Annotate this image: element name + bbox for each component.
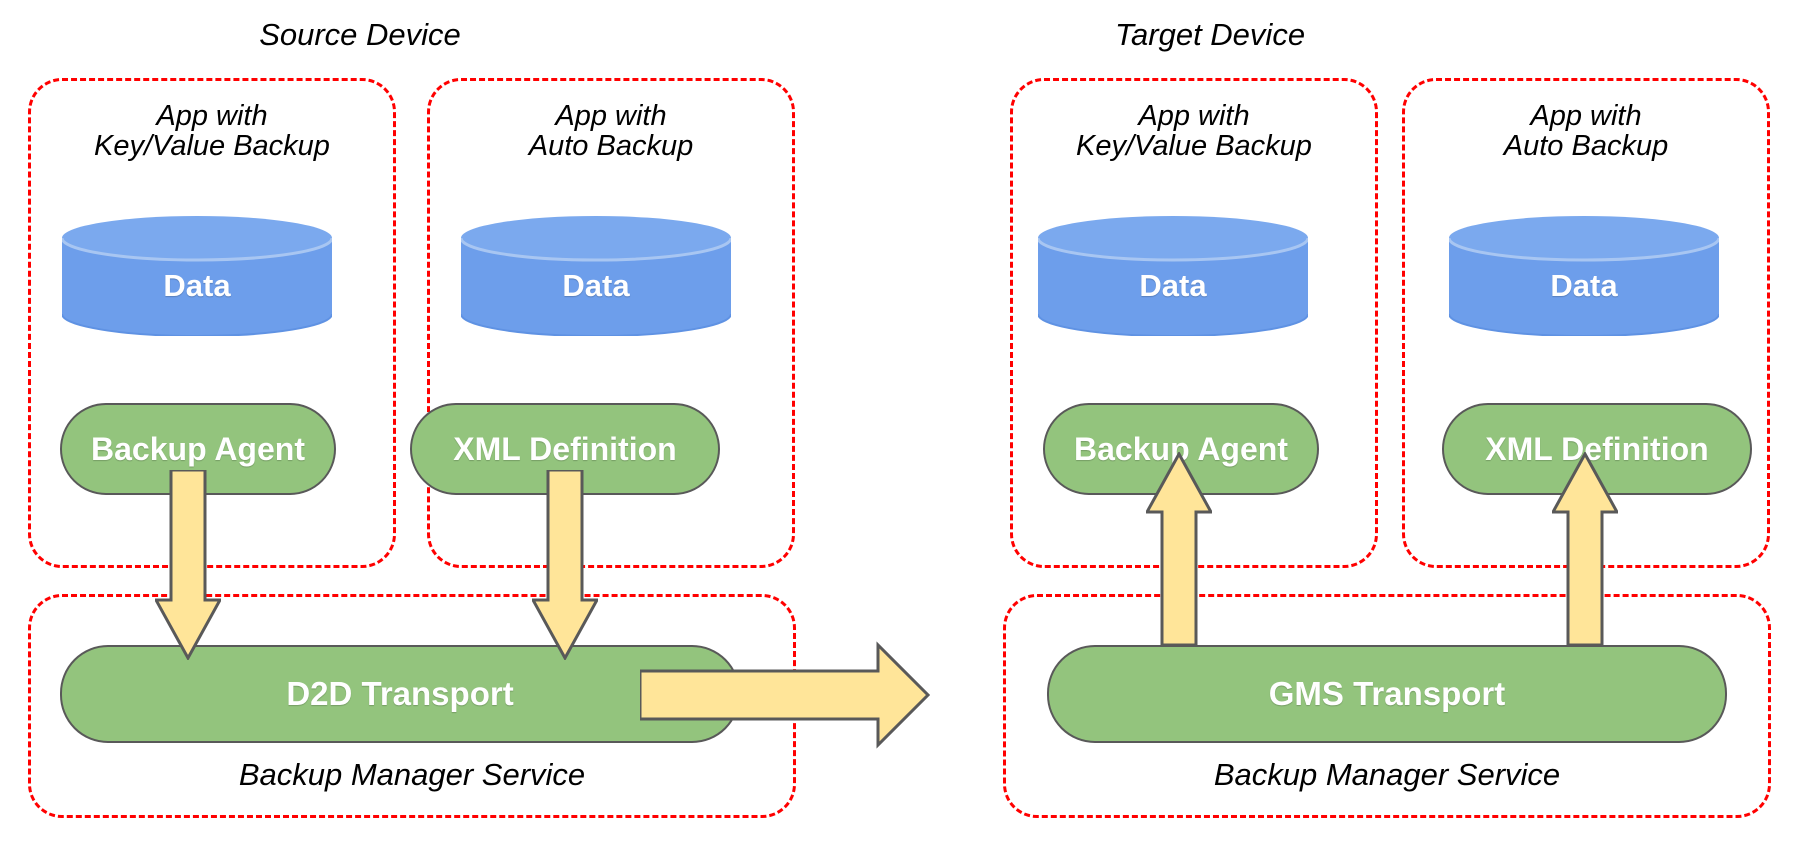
target-app-keyvalue-title: App with Key/Value Backup <box>1013 101 1375 162</box>
data-label: Data <box>1139 268 1207 303</box>
source-app-autobackup-data-cylinder: Data <box>459 216 733 337</box>
app-title-line2: Key/Value Backup <box>1076 130 1312 163</box>
source-app-keyvalue-title: App with Key/Value Backup <box>31 101 393 162</box>
app-title-line1: App with <box>1138 100 1250 132</box>
arrow-gms-transport-to-target-backup-agent <box>1146 452 1212 647</box>
source-app-keyvalue-container: App with Key/Value Backup <box>28 78 396 568</box>
arrow-source-backup-agent-to-d2d <box>155 470 221 660</box>
source-app-keyvalue-data-cylinder: Data <box>60 216 334 337</box>
source-app-autobackup-container: App with Auto Backup <box>427 78 795 568</box>
target-device-title: Target Device <box>1114 17 1306 52</box>
arrow-d2d-transport-to-gms-transport <box>640 565 930 825</box>
target-app-autobackup-data-cylinder: Data <box>1447 216 1721 337</box>
app-title-line1: App with <box>555 100 667 132</box>
app-title-line1: App with <box>1530 100 1642 132</box>
target-backup-manager-service-container: Backup Manager Service <box>1003 594 1771 818</box>
app-title-line1: App with <box>156 100 268 132</box>
source-app-autobackup-title: App with Auto Backup <box>430 101 792 162</box>
data-label: Data <box>163 268 231 303</box>
target-backup-agent-pill[interactable]: Backup Agent <box>1043 403 1319 495</box>
gms-transport-pill[interactable]: GMS Transport <box>1047 645 1727 743</box>
source-service-label: Backup Manager Service <box>238 757 586 792</box>
target-app-keyvalue-data-cylinder: Data <box>1036 216 1310 337</box>
app-title-line2: Key/Value Backup <box>94 130 330 163</box>
arrow-source-xml-definition-to-d2d <box>532 470 598 660</box>
data-label: Data <box>1550 268 1618 303</box>
target-service-label: Backup Manager Service <box>1213 757 1561 792</box>
data-label: Data <box>562 268 630 303</box>
app-title-line2: Auto Backup <box>528 130 694 163</box>
arrow-gms-transport-to-target-xml-definition <box>1552 452 1618 647</box>
d2d-transport-pill[interactable]: D2D Transport <box>60 645 740 743</box>
target-app-autobackup-title: App with Auto Backup <box>1405 101 1767 162</box>
app-title-line2: Auto Backup <box>1503 130 1669 163</box>
target-app-autobackup-container: App with Auto Backup <box>1402 78 1770 568</box>
source-device-title: Source Device <box>259 17 461 52</box>
